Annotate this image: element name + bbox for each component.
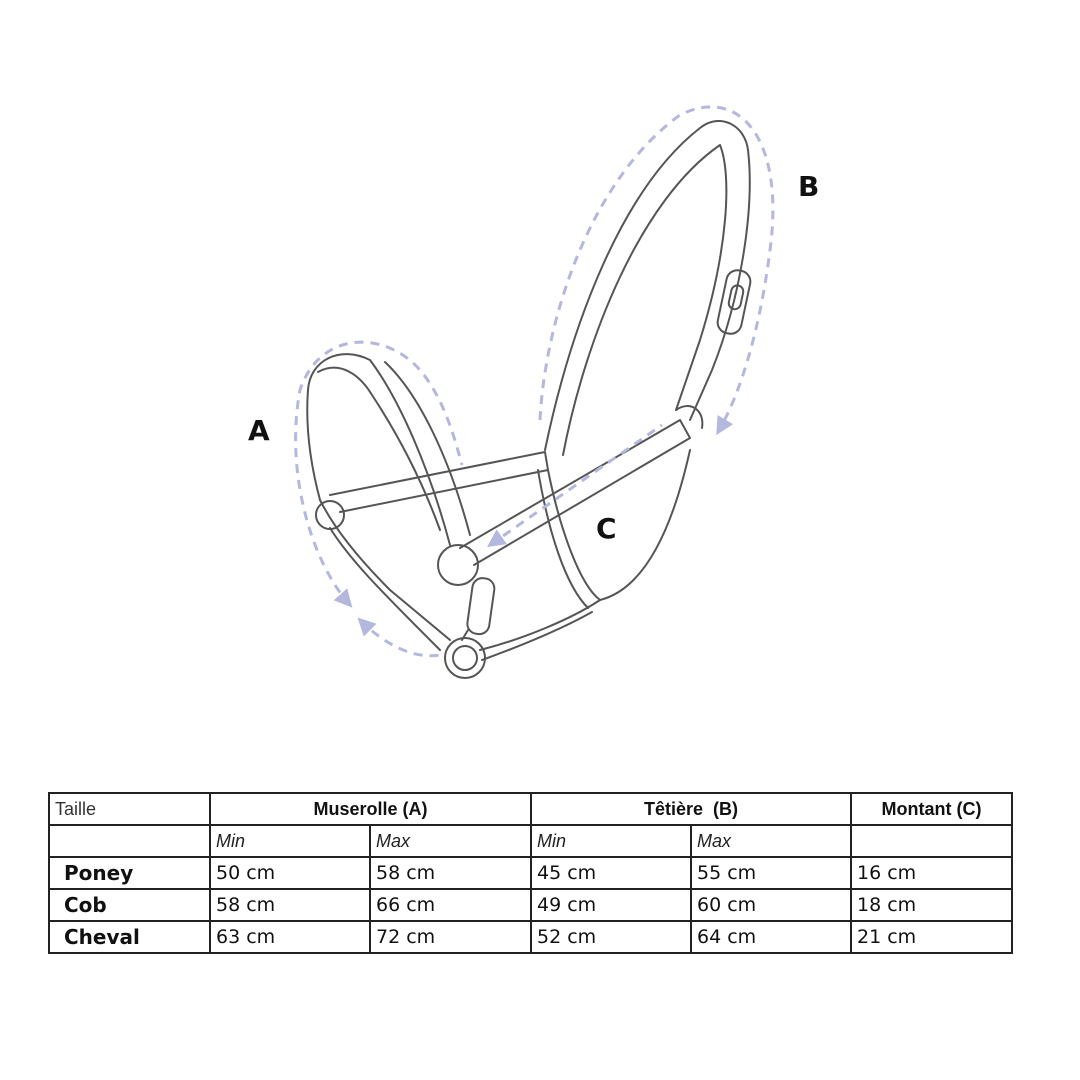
- header-taille: Taille: [48, 792, 211, 826]
- subheader-muserolle-min: Min: [209, 824, 371, 858]
- subheader-tetiere-min: Min: [530, 824, 693, 858]
- row-name: Cob: [48, 888, 211, 922]
- cell-muserolle-max: 72 cm: [368, 920, 533, 954]
- cell-tetiere-max: 60 cm: [690, 888, 853, 922]
- cell-tetiere-min: 52 cm: [530, 920, 693, 954]
- measure-b: [538, 105, 775, 436]
- cell-tetiere-min: 45 cm: [530, 856, 693, 890]
- cell-muserolle-min: 63 cm: [209, 920, 371, 954]
- label-a: A: [248, 414, 270, 447]
- center-ring: [437, 544, 479, 586]
- headpiece-strap-inner: [562, 144, 728, 456]
- subheader-montant-empty: [850, 824, 1014, 858]
- bottom-ring: [444, 637, 486, 679]
- noseband-strap: [306, 353, 451, 546]
- header-tetiere: Têtière (B): [530, 792, 853, 826]
- halter-diagram: A B C: [248, 105, 819, 679]
- halter-drawing: [306, 120, 752, 679]
- header-montant: Montant (C): [850, 792, 1014, 826]
- measure-lines: [294, 105, 775, 658]
- subheader-tetiere-max: Max: [690, 824, 853, 858]
- noseband-strap-inner: [384, 361, 471, 536]
- cell-muserolle-min: 50 cm: [209, 856, 371, 890]
- label-b: B: [798, 170, 819, 203]
- throat-strap: [547, 449, 691, 601]
- headpiece-strap: [544, 120, 751, 451]
- cell-muserolle-min: 58 cm: [209, 888, 371, 922]
- cell-montant: 18 cm: [850, 888, 1014, 922]
- subheader-muserolle-max: Max: [368, 824, 533, 858]
- row-name: Poney: [48, 856, 211, 890]
- header-muserolle: Muserolle (A): [208, 792, 533, 826]
- label-c: C: [596, 512, 617, 545]
- cell-tetiere-min: 49 cm: [530, 888, 693, 922]
- table-row: Cheval 63 cm 72 cm 52 cm 64 cm 21 cm: [48, 920, 1014, 954]
- cell-tetiere-max: 64 cm: [690, 920, 853, 954]
- table-row: Poney 50 cm 58 cm 45 cm 55 cm 16 cm: [48, 856, 1014, 890]
- cell-montant: 16 cm: [850, 856, 1014, 890]
- cell-montant: 21 cm: [850, 920, 1014, 954]
- cross-strap: [329, 451, 549, 513]
- measure-a: [294, 340, 464, 608]
- header-row: Taille Muserolle (A) Têtière (B) Montant…: [48, 792, 1014, 826]
- cell-muserolle-max: 66 cm: [368, 888, 533, 922]
- measure-a-lower: [357, 617, 441, 658]
- subheader-empty: [48, 824, 211, 858]
- headpiece-buckle: [716, 269, 752, 335]
- subheader-row: Min Max Min Max: [48, 824, 1014, 858]
- left-ring: [315, 500, 345, 530]
- measure-c: [487, 423, 663, 548]
- row-name: Cheval: [48, 920, 211, 954]
- size-table: Taille Muserolle (A) Têtière (B) Montant…: [48, 792, 1014, 954]
- cell-muserolle-max: 58 cm: [368, 856, 533, 890]
- cheek-strap: [459, 419, 691, 566]
- table-row: Cob 58 cm 66 cm 49 cm 60 cm 18 cm: [48, 888, 1014, 922]
- cell-tetiere-max: 55 cm: [690, 856, 853, 890]
